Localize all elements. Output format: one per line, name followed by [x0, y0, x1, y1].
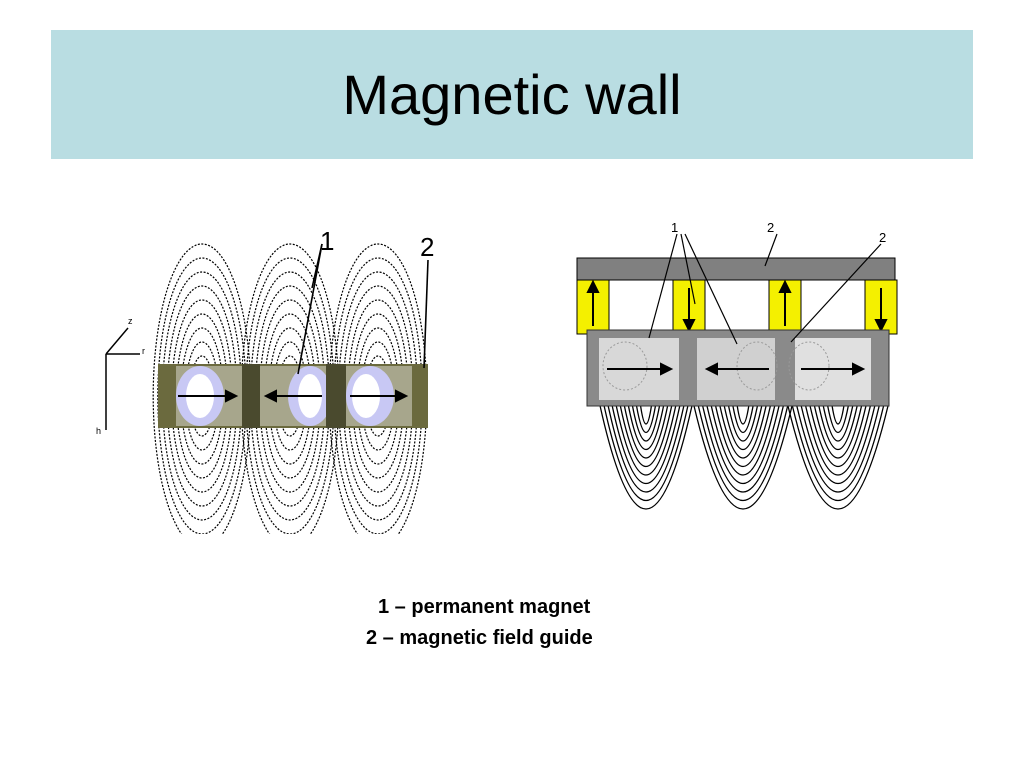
left-label-2: 2 [420, 232, 434, 262]
field-line [736, 405, 750, 425]
arrow-down-icon [874, 319, 888, 333]
field-line [732, 405, 754, 433]
arrow-left-icon [704, 362, 718, 376]
field-line [723, 405, 763, 451]
guide-1 [242, 364, 260, 428]
field-line [813, 405, 863, 459]
arrow-up-icon [586, 279, 600, 293]
field-line [710, 405, 776, 476]
field-line [831, 405, 845, 425]
right-magnet-arrows [607, 362, 866, 376]
field-line [827, 405, 849, 433]
axis-label-r: r [142, 346, 145, 356]
field-line [805, 405, 871, 476]
yellow-poles [576, 279, 898, 335]
arrow-up-icon [778, 279, 792, 293]
field-line [715, 405, 771, 468]
arrow-down-icon [682, 319, 696, 333]
field-line [599, 405, 693, 510]
field-line [719, 405, 767, 459]
field-line [619, 405, 673, 468]
left-label-1: 1 [320, 226, 334, 256]
legend-item-permanent-magnet: 1 – permanent magnet [378, 596, 591, 618]
field-line [623, 405, 669, 459]
field-line [631, 405, 661, 442]
field-line [818, 405, 858, 451]
pole-arrows [586, 279, 888, 333]
guide-2 [326, 364, 346, 428]
arrow-right-icon [225, 389, 239, 403]
title-bar: Magnetic wall [51, 30, 973, 159]
field-line [603, 405, 689, 501]
field-line [800, 405, 876, 485]
field-line [639, 405, 653, 425]
field-line [727, 405, 759, 442]
right-field-diagram: 1 2 2 [576, 220, 898, 510]
field-line [791, 405, 885, 502]
field-line [627, 405, 665, 451]
axes-icon [105, 327, 140, 430]
field-line [809, 405, 867, 468]
right-callout-lines [648, 233, 882, 345]
field-line [615, 405, 677, 476]
axis-label-z: z [128, 316, 133, 326]
field-line [796, 405, 880, 493]
arrow-left-icon [263, 389, 277, 403]
legend: 1 – permanent magnet 2 – magnetic field … [330, 592, 690, 654]
field-line [611, 405, 681, 485]
arrow-right-icon [660, 362, 674, 376]
right-label-2b: 2 [879, 230, 886, 245]
field-line [702, 405, 784, 493]
right-label-2a: 2 [767, 220, 774, 235]
field-line [706, 405, 780, 485]
field-line [822, 405, 854, 442]
field-swirl-1 [602, 341, 648, 391]
arrow-right-icon [852, 362, 866, 376]
right-field-lines [599, 405, 889, 510]
right-label-1: 1 [671, 220, 678, 235]
legend-item-field-guide: 2 – magnetic field guide [366, 627, 593, 649]
left-magnet-arrows [178, 389, 409, 403]
field-line [693, 405, 793, 510]
left-field-diagram: 1 2 z r h [96, 226, 434, 534]
field-swirl-2 [736, 341, 778, 391]
arrow-right-icon [395, 389, 409, 403]
field-line [697, 405, 789, 501]
axis-label-h: h [96, 426, 101, 436]
field-line [635, 405, 657, 433]
slide-title: Magnetic wall [342, 63, 682, 126]
left-callout-lines [297, 243, 429, 375]
top-guide-plate [576, 257, 896, 281]
field-line [787, 405, 889, 510]
field-swirl-3 [788, 341, 830, 391]
field-line [607, 405, 685, 493]
